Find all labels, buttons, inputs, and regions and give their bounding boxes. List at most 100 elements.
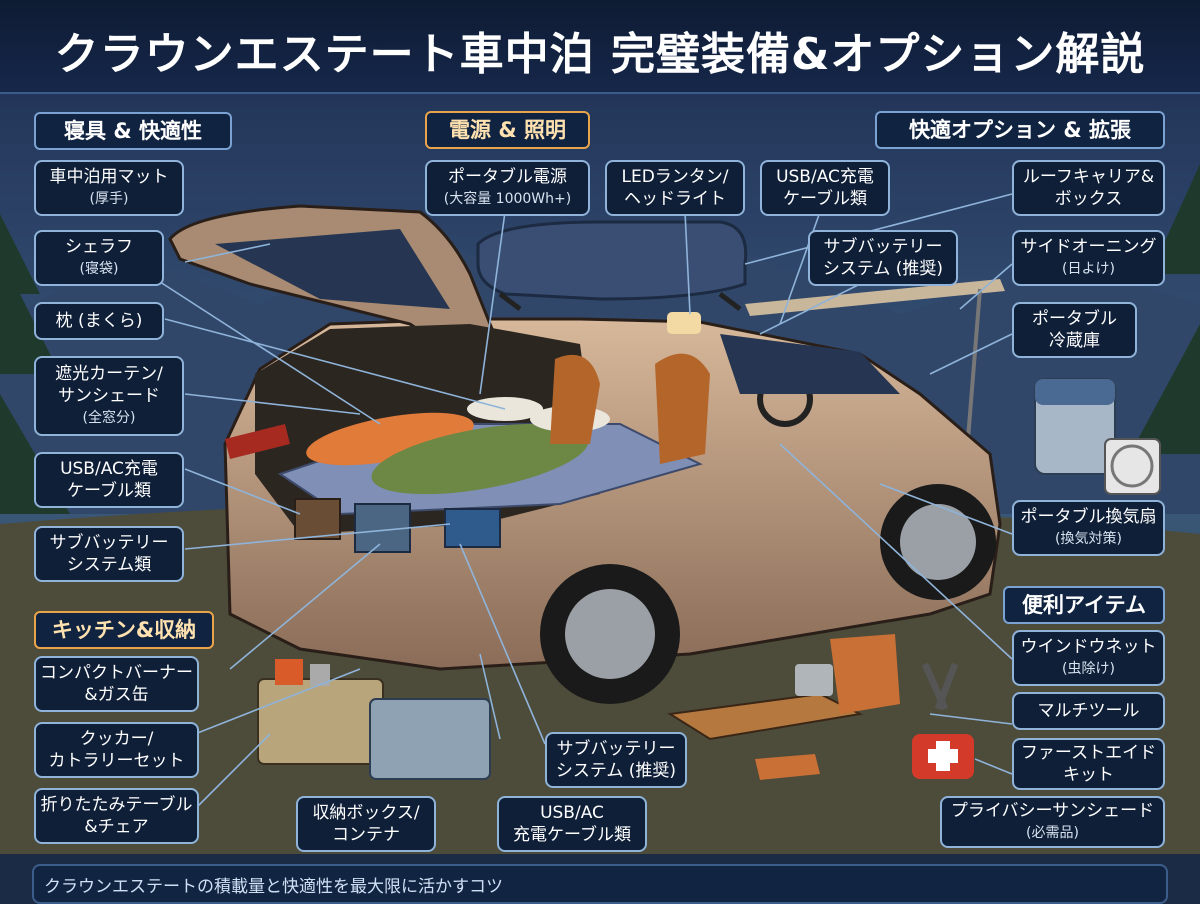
- category-handy: 便利アイテム: [1003, 586, 1165, 624]
- label-usb-top-main: USB/AC充電: [776, 167, 874, 187]
- illustration: [0, 94, 1200, 854]
- tips-panel: クラウンエステートの積載量と快適性を最大限に活かすコツ: [32, 864, 1168, 904]
- lantern: [667, 312, 701, 334]
- label-cooker-main2: カトラリーセット: [48, 751, 185, 771]
- label-storage-main2: コンテナ: [332, 825, 400, 845]
- label-usb-left-main: USB/AC充電: [60, 459, 158, 479]
- camp-chair: [830, 634, 900, 714]
- tips-title: クラウンエステートの積載量と快適性を最大限に活かすコツ: [44, 877, 503, 897]
- title-bar: クラウンエステート車中泊 完璧装備&オプション解説: [0, 0, 1200, 94]
- label-privacy-shade-main: プライバシーサンシェード: [950, 801, 1155, 821]
- label-pillow-main: 枕 (まくら): [55, 311, 143, 331]
- label-first-aid-main2: キット: [1063, 765, 1114, 785]
- side-awning: [745, 279, 1005, 316]
- label-table: 折りたたみテーブル &チェア: [34, 788, 199, 844]
- label-curtain-main: 遮光カーテン/: [55, 364, 163, 384]
- label-subbattery-top-main2: システム (推奨): [822, 259, 944, 279]
- label-privacy-shade-sub: (必需品): [1026, 825, 1079, 841]
- label-lantern-main: LEDランタン/: [621, 167, 729, 187]
- label-roof-carrier: ルーフキャリア& ボックス: [1012, 160, 1165, 216]
- storage-box-grey: [369, 698, 491, 780]
- leader-lines: [139, 193, 1013, 810]
- label-side-awning-sub: (日よけ): [1062, 261, 1115, 277]
- camp-stool: [755, 754, 820, 780]
- label-lantern: LEDランタン/ ヘッドライト: [605, 160, 745, 216]
- multitool: [921, 662, 959, 711]
- camp-table: [667, 692, 864, 741]
- label-mat: 車中泊用マット (厚手): [34, 160, 184, 216]
- label-subbattery-top: サブバッテリー システム (推奨): [808, 230, 958, 286]
- label-usb-top-main2: ケーブル類: [783, 189, 867, 209]
- label-subbattery-left-main: サブバッテリー: [49, 533, 169, 553]
- label-storage-main: 収納ボックス/: [312, 803, 420, 823]
- label-fan-main: ポータブル換気扇: [1020, 507, 1157, 527]
- label-fridge: ポータブル 冷蔵庫: [1012, 302, 1137, 358]
- category-options: 快適オプション & 拡張: [875, 111, 1165, 149]
- portable-fridge-lid: [1035, 379, 1115, 405]
- label-storage: 収納ボックス/ コンテナ: [296, 796, 436, 852]
- label-fan: ポータブル換気扇 (換気対策): [1012, 500, 1165, 556]
- label-portable-power-main: ポータブル電源: [448, 167, 567, 187]
- label-subbattery-bottom: サブバッテリー システム (推奨): [545, 732, 687, 788]
- label-cooker: クッカー/ カトラリーセット: [34, 722, 199, 778]
- label-portable-power-sub: (大容量 1000Wh+): [443, 191, 572, 207]
- label-usb-left-main2: ケーブル類: [67, 481, 151, 501]
- label-portable-power: ポータブル電源 (大容量 1000Wh+): [425, 160, 590, 216]
- rear-rim: [565, 589, 655, 679]
- fan-blade: [1110, 444, 1154, 488]
- burner: [275, 659, 303, 685]
- category-bedding: 寝具 & 快適性: [34, 112, 232, 150]
- sub-battery: [444, 508, 501, 548]
- label-first-aid-main: ファーストエイド: [1020, 743, 1157, 763]
- label-side-awning-main: サイドオーニング: [1020, 237, 1157, 257]
- label-burner-main: コンパクトバーナー: [40, 663, 193, 683]
- label-roof-carrier-main2: ボックス: [1054, 189, 1123, 209]
- rear-seat: [550, 354, 600, 444]
- label-curtain-sub: (全窓分): [82, 410, 136, 426]
- label-subbattery-bottom-main: サブバッテリー: [556, 739, 676, 759]
- front-seat: [655, 353, 710, 464]
- label-side-awning: サイドオーニング (日よけ): [1012, 230, 1165, 286]
- label-window-net-main: ウインドウネット: [1020, 637, 1157, 657]
- category-kitchen: キッチン&収納: [34, 611, 214, 649]
- gas-can: [310, 664, 330, 686]
- trees-right: [1130, 164, 1200, 454]
- front-rim: [900, 504, 976, 580]
- label-curtain: 遮光カーテン/ サンシェード (全窓分): [34, 356, 184, 436]
- label-mat-sub: (厚手): [89, 191, 129, 207]
- sleeping-bag-green: [371, 423, 589, 495]
- label-fridge-main: ポータブル: [1032, 309, 1117, 329]
- label-usb-bottom: USB/AC 充電ケーブル類: [497, 796, 647, 852]
- label-burner-main2: &ガス缶: [84, 685, 149, 705]
- label-fridge-main2: 冷蔵庫: [1049, 331, 1100, 351]
- label-window-net: ウインドウネット (虫除け): [1012, 630, 1165, 686]
- cooking-pot: [795, 664, 833, 696]
- label-usb-left: USB/AC充電 ケーブル類: [34, 452, 184, 508]
- storage-box-tan: [257, 678, 384, 765]
- label-fan-sub: (換気対策): [1055, 531, 1122, 547]
- side-window: [720, 334, 900, 394]
- label-mat-main: 車中泊用マット: [49, 167, 169, 187]
- label-window-net-sub: (虫除け): [1062, 661, 1115, 677]
- label-lantern-main2: ヘッドライト: [624, 189, 726, 209]
- label-subbattery-left-main2: システム類: [66, 555, 152, 575]
- label-subbattery-top-main: サブバッテリー: [823, 237, 943, 257]
- roof-box: [476, 220, 748, 301]
- roof-rails: [498, 292, 742, 311]
- page-title: クラウンエステート車中泊 完璧装備&オプション解説: [54, 29, 1146, 80]
- sleeping-bag-orange: [306, 412, 474, 466]
- label-sleeping-bag-main: シェラフ: [65, 237, 133, 257]
- label-cooker-main: クッカー/: [79, 729, 154, 749]
- label-multitool: マルチツール: [1012, 692, 1165, 730]
- label-table-main: 折りたたみテーブル: [40, 795, 193, 815]
- label-usb-bottom-main: USB/AC: [540, 803, 604, 823]
- first-aid-cross: [928, 741, 958, 771]
- tail-light: [225, 424, 290, 459]
- label-sleeping-bag: シェラフ (寝袋): [34, 230, 164, 286]
- label-first-aid: ファーストエイド キット: [1012, 738, 1165, 790]
- label-privacy-shade: プライバシーサンシェード (必需品): [940, 796, 1165, 848]
- power-station: [294, 498, 341, 540]
- label-multitool-main: マルチツール: [1037, 701, 1140, 721]
- tailgate-glass: [215, 229, 450, 309]
- label-sleeping-bag-sub: (寝袋): [79, 261, 119, 277]
